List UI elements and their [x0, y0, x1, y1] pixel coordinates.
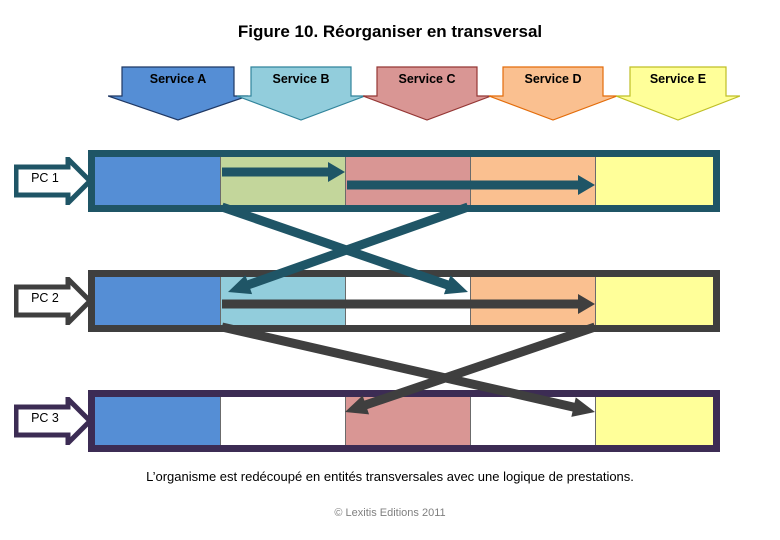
- pc-2-cell-1[interactable]: [95, 277, 221, 325]
- pc-1-cell-4[interactable]: [471, 157, 596, 205]
- pc-1-cell-3[interactable]: [346, 157, 471, 205]
- pc-3-cell-4[interactable]: [471, 397, 596, 445]
- pc-3-cell-5[interactable]: [596, 397, 713, 445]
- pc-2-cell-2[interactable]: [221, 277, 346, 325]
- pc-2-label-badge[interactable]: PC 2: [14, 277, 92, 325]
- service-c-shape: [363, 66, 491, 121]
- pc-1-cell-1[interactable]: [95, 157, 221, 205]
- figure-caption: L’organisme est redécoupé en entités tra…: [146, 469, 634, 484]
- page-title: Figure 10. Réorganiser en transversal: [237, 22, 543, 41]
- service-b-shape: [237, 66, 365, 121]
- service-e-shape: [616, 66, 740, 121]
- service-d-shape: [489, 66, 617, 121]
- service-banner-1[interactable]: Service A: [108, 66, 248, 122]
- pc-1-label-badge[interactable]: PC 1: [14, 157, 92, 205]
- service-banner-2[interactable]: Service B: [237, 66, 365, 122]
- pc-1-cell-5[interactable]: [596, 157, 713, 205]
- service-a-shape: [108, 66, 248, 121]
- service-banner-3[interactable]: Service C: [363, 66, 491, 122]
- pc-2-cell-3[interactable]: [346, 277, 471, 325]
- pc-3-cell-2[interactable]: [221, 397, 346, 445]
- copyright-notice: © Lexitis Editions 2011: [334, 507, 446, 519]
- pc-2-cells: [95, 277, 713, 325]
- service-banner-4[interactable]: Service D: [489, 66, 617, 122]
- pc-3-label-badge[interactable]: PC 3: [14, 397, 92, 445]
- pc-2-cell-4[interactable]: [471, 277, 596, 325]
- pc-3-cell-1[interactable]: [95, 397, 221, 445]
- pc-2-cell-5[interactable]: [596, 277, 713, 325]
- pc-1-cell-2[interactable]: [221, 157, 346, 205]
- pc-3-cells: [95, 397, 713, 445]
- pc-3-cell-3[interactable]: [346, 397, 471, 445]
- pc-1-cells: [95, 157, 713, 205]
- service-banner-5[interactable]: Service E: [616, 66, 740, 122]
